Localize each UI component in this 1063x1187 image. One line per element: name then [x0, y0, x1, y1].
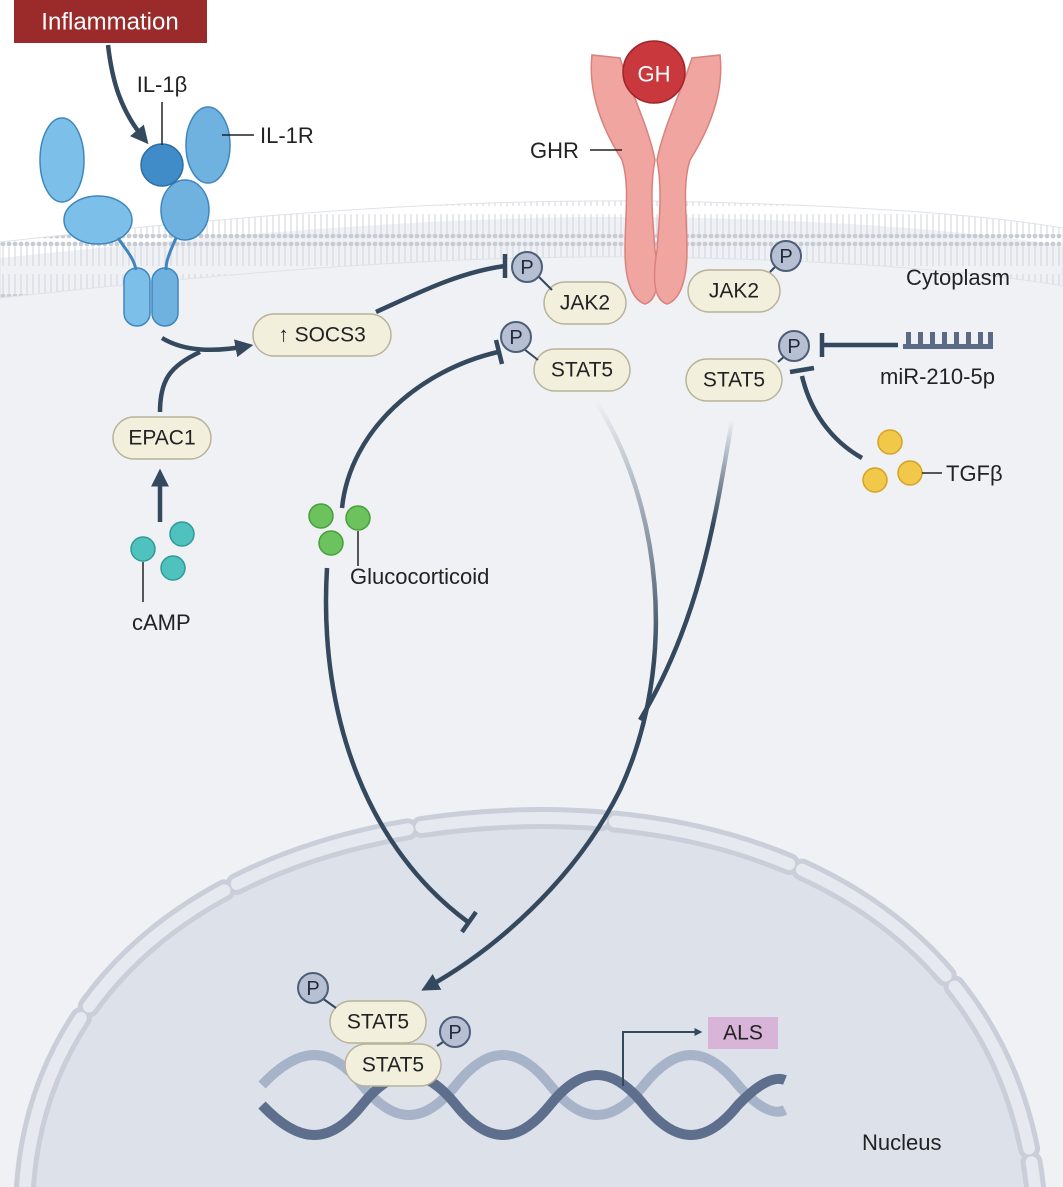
- jak2-right-node: JAK2: [687, 269, 781, 313]
- epac1-to-socs3-arrow: [157, 349, 201, 413]
- als-label: ALS: [723, 1022, 763, 1045]
- inflammation-label-box: Inflammation: [14, 0, 207, 43]
- tgfb-inhibition-bar: [789, 365, 815, 375]
- phospho-dimer-top: P: [297, 972, 329, 1004]
- camp-molecules: [130, 521, 195, 581]
- stat5-dimer-top-label: STAT5: [347, 1011, 409, 1034]
- phospho-label: P: [787, 336, 800, 358]
- mir-label: miR-210-5p: [880, 364, 995, 389]
- nucleus-label: Nucleus: [862, 1130, 941, 1155]
- transcription-arrow: [622, 1028, 703, 1086]
- phospho-label: P: [779, 246, 792, 268]
- jak2-left-label: JAK2: [560, 292, 610, 315]
- glucocorticoid-inhibits-stat5: [339, 349, 499, 509]
- glucocorticoid-inhibition-bar-stat5: [493, 339, 505, 365]
- stat5-dimer-top-node: STAT5: [329, 1000, 427, 1044]
- stat5-center-to-nucleus-arrow: [421, 398, 659, 991]
- camp-label: cAMP: [132, 610, 191, 635]
- phospho-link: [321, 997, 337, 1009]
- tgfb-inhibits-stat5: [799, 375, 864, 460]
- il1b-label: IL-1β: [137, 72, 188, 97]
- il1b-ligand: [140, 143, 184, 187]
- socs3-node: ↑ SOCS3: [252, 313, 392, 357]
- stat5-right-node: STAT5: [685, 358, 783, 402]
- stat5-center-node: STAT5: [533, 348, 631, 392]
- als-gene-box: ALS: [708, 1017, 778, 1049]
- phospho-label: P: [306, 978, 319, 1000]
- socs3-inhibits-jak2: [375, 263, 506, 315]
- il1r-receptor: [39, 106, 231, 327]
- gh-ligand: [622, 40, 686, 104]
- nucleus: [14, 806, 1046, 1187]
- glucocorticoid-inhibition-bar-nucleus: [460, 910, 478, 934]
- mirna-icon: [903, 332, 993, 349]
- epac1-label: EPAC1: [128, 427, 195, 450]
- phospho-link: [523, 348, 539, 361]
- jak2-right-label: JAK2: [709, 280, 759, 303]
- glucocorticoid-inhibits-nuclear-stat5: [323, 567, 470, 924]
- stat5-right-to-nucleus-arrow: [638, 419, 735, 722]
- phospho-jak2-left: P: [511, 251, 543, 283]
- gh-label: GH: [638, 62, 671, 87]
- phospho-stat5-center: P: [500, 321, 532, 353]
- stat5-dimer-bottom-label: STAT5: [362, 1054, 424, 1077]
- stat5-dimer-bottom-node: STAT5: [344, 1043, 442, 1087]
- inflammation-arrow: [105, 44, 149, 145]
- inflammation-text: Inflammation: [41, 9, 178, 36]
- tgfb-label: TGFβ: [946, 461, 1003, 486]
- phospho-label: P: [448, 1022, 461, 1044]
- phospho-label: P: [520, 257, 533, 279]
- glucocorticoid-label: Glucocorticoid: [350, 564, 489, 589]
- il1r-label: IL-1R: [260, 123, 314, 148]
- glucocorticoid-molecules: [308, 503, 371, 556]
- socs3-label: ↑ SOCS3: [278, 324, 366, 347]
- phospho-dimer-bottom: P: [439, 1016, 471, 1048]
- phospho-link: [537, 275, 553, 291]
- phospho-label: P: [509, 327, 522, 349]
- phospho-jak2-right: P: [770, 240, 802, 272]
- phospho-stat5-right: P: [778, 330, 810, 362]
- tgfb-molecules: [862, 429, 923, 493]
- cell-membrane: [0, 200, 1063, 299]
- jak2-left-node: JAK2: [543, 281, 627, 325]
- ghr-receptor: [590, 54, 722, 305]
- stat5-center-label: STAT5: [551, 359, 613, 382]
- ghr-label: GHR: [530, 138, 579, 163]
- il1r-to-socs3-arrow: [160, 336, 254, 358]
- cytoplasm-label: Cytoplasm: [906, 265, 1010, 290]
- stat5-right-label: STAT5: [703, 369, 765, 392]
- epac1-node: EPAC1: [112, 416, 212, 460]
